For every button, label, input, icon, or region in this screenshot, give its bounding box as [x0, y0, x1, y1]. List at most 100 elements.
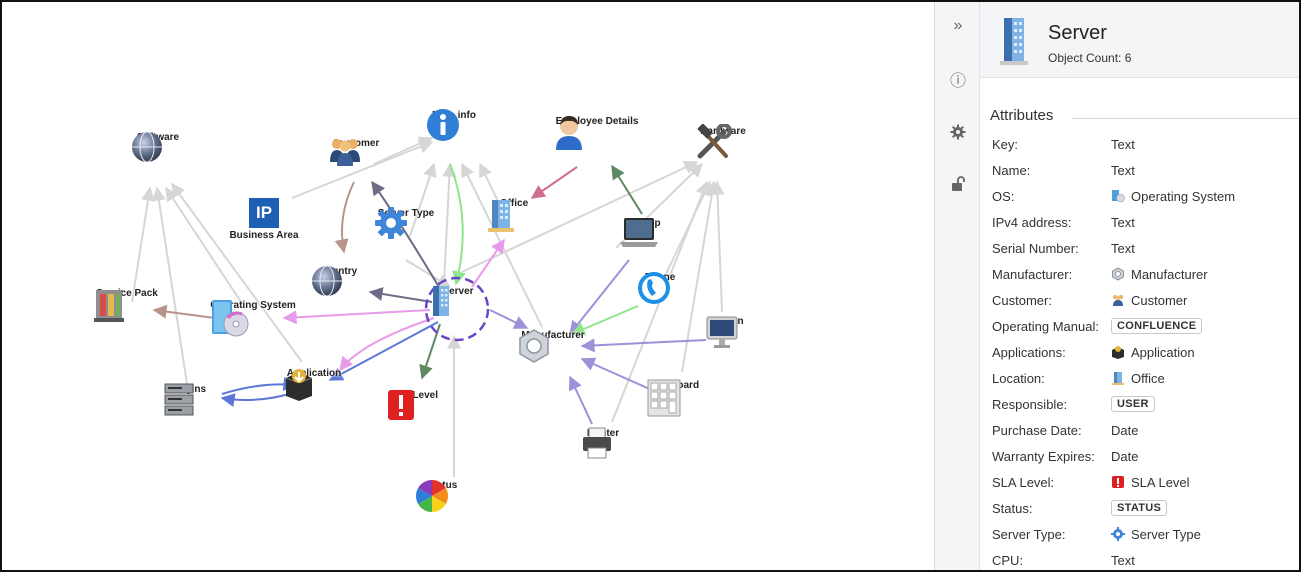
attribute-key: Applications:: [992, 344, 1066, 360]
laptop-icon: [620, 218, 658, 247]
attribute-value: CONFLUENCE: [1111, 318, 1203, 334]
attribute-value: Date: [1111, 422, 1139, 438]
tools-icon: [697, 124, 732, 159]
rack-server-icon: [164, 383, 194, 416]
office-icon: [1111, 371, 1125, 385]
double-chevron-right-icon: »: [953, 17, 963, 34]
attribute-key: Status:: [992, 500, 1033, 516]
attribute-value: Date: [1111, 448, 1139, 464]
info-button[interactable]: ⓘ: [935, 65, 981, 93]
attribute-value-text[interactable]: Operating System: [1131, 188, 1236, 204]
attribute-row: SLA Level:SLA Level: [992, 472, 1190, 492]
attribute-value-text[interactable]: Manufacturer: [1131, 266, 1208, 282]
attribute-row: Server Type: Server Type: [992, 524, 1201, 544]
color-wheel-icon: [415, 480, 449, 512]
attribute-key: Operating Manual:: [992, 318, 1099, 334]
attribute-row: Location: Office: [992, 368, 1165, 388]
attribute-value[interactable]: Server Type: [1111, 527, 1201, 542]
node-label: Service Pack: [96, 288, 158, 299]
attribute-value: Text: [1111, 136, 1135, 152]
collapse-panel-button[interactable]: »: [935, 12, 981, 40]
node-employee-details[interactable]: Employee Details: [552, 114, 642, 150]
node-business-area[interactable]: IP Business Area: [222, 198, 306, 241]
attribute-row: Customer:Customer: [992, 290, 1187, 310]
node-server-type[interactable]: Server Type: [374, 206, 438, 239]
node-hardware[interactable]: Hardware: [694, 124, 752, 159]
globe-icon: [132, 131, 162, 163]
attribute-value[interactable]: Operating System: [1111, 189, 1235, 204]
node-status[interactable]: Status: [414, 478, 470, 512]
attribute-row: OS:Operating System: [992, 186, 1235, 206]
node-label: Server Type: [377, 208, 435, 219]
node-sla-level[interactable]: SLA Level: [386, 388, 442, 420]
attribute-value[interactable]: Office: [1111, 371, 1165, 386]
attribute-value[interactable]: Manufacturer: [1111, 267, 1208, 282]
attribute-key: CPU:: [992, 552, 1024, 568]
printer-icon: [583, 427, 611, 459]
customer-group-icon: [330, 139, 360, 166]
sla-level-icon: [1111, 475, 1125, 489]
attribute-key: Location:: [992, 370, 1045, 386]
object-graph-canvas[interactable]: Software Meta info Employee Details: [2, 2, 934, 570]
attribute-value[interactable]: Customer: [1111, 293, 1187, 308]
ip-icon-text: IP: [255, 203, 273, 222]
attribute-value[interactable]: SLA Level: [1111, 475, 1190, 490]
panel-header: Server Object Count: 6: [980, 2, 1299, 78]
node-phone[interactable]: Phone: [636, 270, 684, 304]
application-icon: [1111, 345, 1125, 359]
info-icon: [427, 109, 459, 141]
node-keyboard[interactable]: Keyboard: [646, 378, 706, 417]
attribute-value-text[interactable]: Application: [1131, 344, 1195, 360]
hex-nut-icon: [519, 329, 549, 363]
attribute-row: Name:Text: [992, 160, 1135, 180]
node-plugins[interactable]: Plugins: [162, 382, 214, 416]
operating-system-icon: [212, 300, 249, 337]
attribute-row: CPU:Text: [992, 550, 1135, 570]
node-printer[interactable]: Printer: [580, 426, 626, 459]
attribute-value-text[interactable]: SLA Level: [1131, 474, 1190, 490]
globe-icon: [312, 265, 342, 297]
attribute-value: STATUS: [1111, 500, 1168, 516]
attribute-key: Key:: [992, 136, 1019, 152]
node-meta-info[interactable]: Meta info: [426, 108, 482, 141]
node-application[interactable]: Application: [282, 366, 346, 401]
node-service-pack[interactable]: Service Pack: [92, 286, 162, 322]
attribute-key: Purchase Date:: [992, 422, 1082, 438]
node-server[interactable]: Server: [430, 284, 486, 316]
attribute-row: Applications: Application: [992, 342, 1195, 362]
attribute-value-text[interactable]: Server Type: [1131, 526, 1201, 542]
attribute-key: Name:: [992, 162, 1031, 178]
attribute-row: Purchase Date: Date: [992, 420, 1138, 440]
node-customer[interactable]: Customer: [328, 136, 384, 166]
attribute-row: Key: Text: [992, 134, 1135, 154]
node-software[interactable]: Software: [130, 130, 186, 163]
settings-button[interactable]: [935, 118, 981, 146]
attribute-row: Manufacturer:Manufacturer: [992, 264, 1208, 284]
attribute-value-text[interactable]: Office: [1131, 370, 1165, 386]
node-country[interactable]: Country: [310, 264, 366, 297]
attribute-value-text[interactable]: Customer: [1131, 292, 1188, 308]
lock-button[interactable]: [935, 170, 981, 198]
node-screen[interactable]: Screen: [704, 314, 750, 348]
phone-icon: [638, 272, 670, 304]
attribute-value: USER: [1111, 396, 1155, 412]
node-laptop[interactable]: Laptop: [618, 216, 670, 247]
object-count: Object Count: 6: [1048, 51, 1132, 65]
node-manufacturer[interactable]: Manufacturer: [516, 328, 590, 363]
attribute-value: Text: [1111, 240, 1135, 256]
attribute-value[interactable]: Application: [1111, 345, 1195, 360]
customer-icon: [1111, 293, 1125, 307]
node-operating-system[interactable]: Operating System: [208, 298, 298, 337]
ip-icon: IP: [249, 198, 279, 228]
attribute-type-badge: STATUS: [1111, 500, 1168, 516]
node-office[interactable]: Office: [488, 196, 540, 232]
attribute-row: Operating Manual: CONFLUENCE: [992, 316, 1203, 336]
attribute-key: Responsible:: [992, 396, 1068, 412]
attribute-key: IPv4 address:: [992, 214, 1072, 230]
server-building-icon: [1000, 18, 1028, 65]
object-type-title: Server: [1048, 22, 1107, 44]
manufacturer-icon: [1111, 267, 1125, 281]
server-type-gear-icon: [375, 207, 407, 239]
attribute-key: Server Type:: [992, 526, 1066, 542]
